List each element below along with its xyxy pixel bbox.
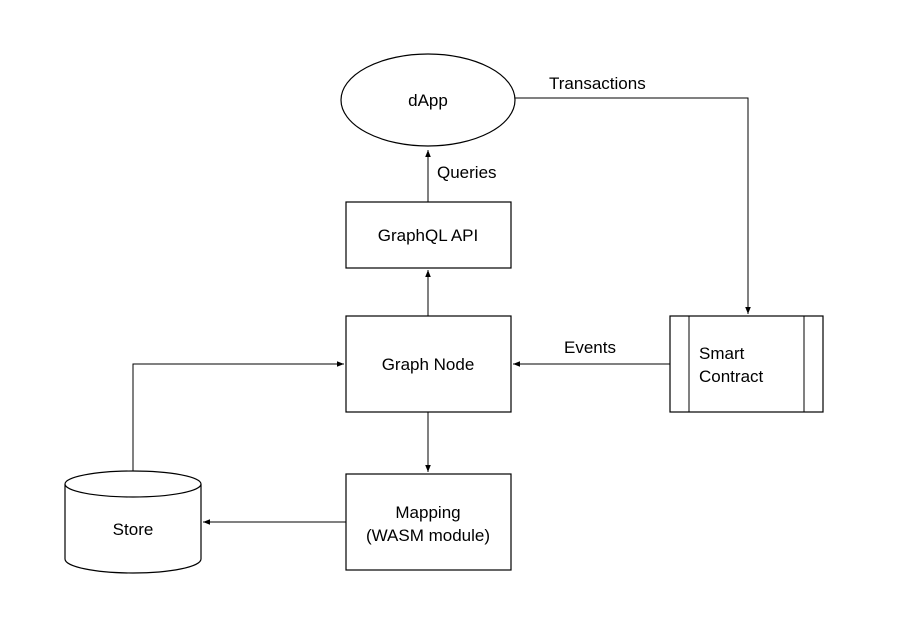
store-to-graphnode-edge (132, 361, 344, 471)
graph-node-node: Graph Node (345, 315, 512, 413)
store-node: Store (64, 470, 202, 574)
store-cylinder-top (64, 470, 202, 498)
graphql-api-label: GraphQL API (378, 226, 478, 245)
graph-node-box (345, 315, 512, 413)
mapping-label-line1: Mapping (395, 503, 460, 522)
transactions-edge (515, 97, 751, 314)
graphql-api-node: GraphQL API (345, 201, 512, 269)
store-label: Store (113, 520, 154, 539)
events-label: Events (564, 338, 616, 357)
smart-contract-label-line2: Contract (699, 367, 764, 386)
smart-contract-box (669, 315, 824, 413)
dapp-label: dApp (408, 91, 448, 110)
smart-contract-label-line1: Smart (699, 344, 745, 363)
graph-node-label: Graph Node (382, 355, 475, 374)
store-cylinder-body (64, 484, 202, 574)
dapp-node: dApp (340, 53, 516, 147)
transactions-label: Transactions (549, 74, 646, 93)
smart-contract-node: Smart Contract (669, 315, 824, 413)
mapping-label-line2: (WASM module) (366, 526, 490, 545)
mapping-node: Mapping (WASM module) (345, 473, 512, 571)
mapping-box (345, 473, 512, 571)
dapp-ellipse (340, 53, 516, 147)
queries-label: Queries (437, 163, 497, 182)
graphql-api-box (345, 201, 512, 269)
